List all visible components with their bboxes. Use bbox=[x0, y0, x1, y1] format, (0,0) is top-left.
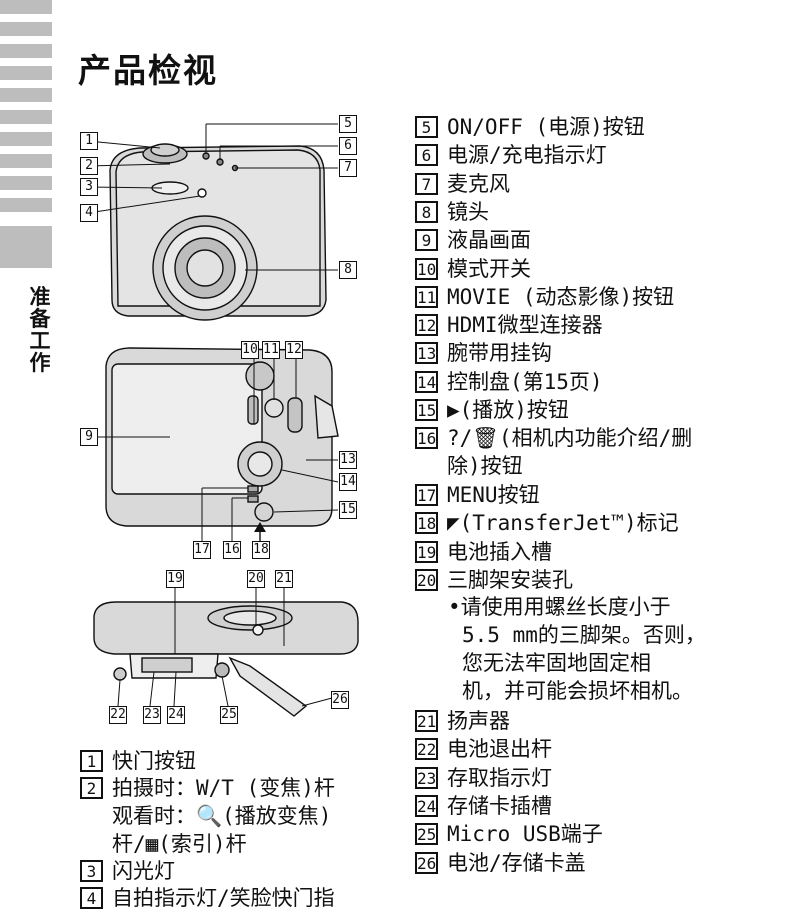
legend-item-16: 16?/🗑(相机内功能介绍/删除)按钮 bbox=[415, 426, 693, 479]
callout-13: 13 bbox=[339, 451, 357, 469]
callout-5: 5 bbox=[339, 115, 357, 133]
camera-bottom-figure bbox=[93, 586, 359, 717]
callout-17: 17 bbox=[193, 541, 211, 559]
legend-item-4: 4 自拍指示灯/笑脸快门指 bbox=[80, 884, 335, 912]
legend-item-1: 1 快门按钮 bbox=[80, 747, 196, 775]
legend-item-3: 3 闪光灯 bbox=[80, 857, 175, 885]
callout-1: 1 bbox=[80, 132, 98, 150]
callout-14: 14 bbox=[339, 473, 357, 491]
callout-15: 15 bbox=[339, 501, 357, 519]
legend-item-2: 2 拍摄时：W/T (变焦)杆 观看时：🔍(播放变焦) 杆/▦(索引)杆 bbox=[80, 774, 335, 858]
camera-front-figure bbox=[87, 123, 338, 321]
callout-24: 24 bbox=[167, 706, 185, 724]
callout-11: 11 bbox=[262, 341, 280, 359]
callout-12: 12 bbox=[285, 341, 303, 359]
page-title: 产品检视 bbox=[78, 51, 218, 90]
chapter-label: 准 备 工 作 bbox=[29, 285, 51, 375]
camera-back-figure bbox=[88, 347, 339, 544]
callout-8: 8 bbox=[339, 261, 357, 279]
callout-10: 10 bbox=[241, 341, 259, 359]
callout-20: 20 bbox=[247, 570, 265, 588]
callout-18: 18 bbox=[252, 541, 270, 559]
callout-9: 9 bbox=[80, 428, 98, 446]
callout-3: 3 bbox=[80, 178, 98, 196]
chapter-stripes bbox=[0, 0, 52, 268]
callout-26: 26 bbox=[331, 691, 349, 709]
callout-6: 6 bbox=[339, 137, 357, 155]
callout-19: 19 bbox=[166, 570, 184, 588]
callout-4: 4 bbox=[80, 204, 98, 222]
legend-item-18: 18◤(TransferJet™)标记 bbox=[415, 511, 679, 536]
tripod-note: •请使用用螺丝长度小于 5.5 mm的三脚架。否则， 您无法牢固地固定相 机，并… bbox=[448, 595, 706, 703]
callout-25: 25 bbox=[220, 706, 238, 724]
callout-7: 7 bbox=[339, 159, 357, 177]
legend-item-15: 15▶(播放)按钮 bbox=[415, 398, 569, 422]
callout-21: 21 bbox=[275, 570, 293, 588]
callout-16: 16 bbox=[223, 541, 241, 559]
callout-23: 23 bbox=[143, 706, 161, 724]
callout-22: 22 bbox=[109, 706, 127, 724]
callout-2: 2 bbox=[80, 157, 98, 175]
